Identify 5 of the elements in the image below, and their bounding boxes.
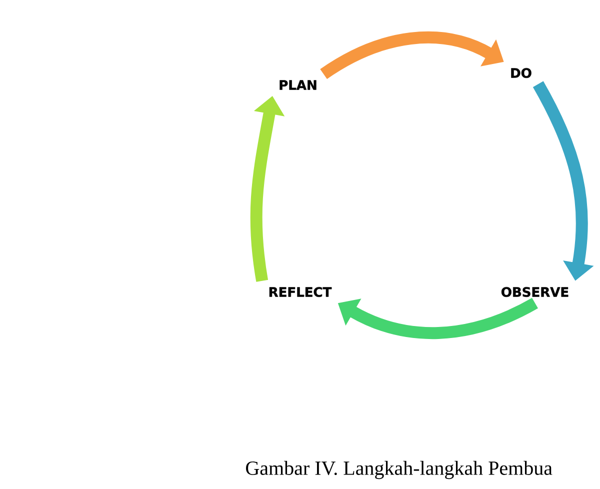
step-label: DO [511,68,532,78]
step-label: PLAN [280,80,316,90]
step-label: REFLECT [270,287,332,297]
caption: Gambar IV. Langkah-langkah Pembua [246,460,552,480]
step-label: OBSERVE [502,287,568,297]
